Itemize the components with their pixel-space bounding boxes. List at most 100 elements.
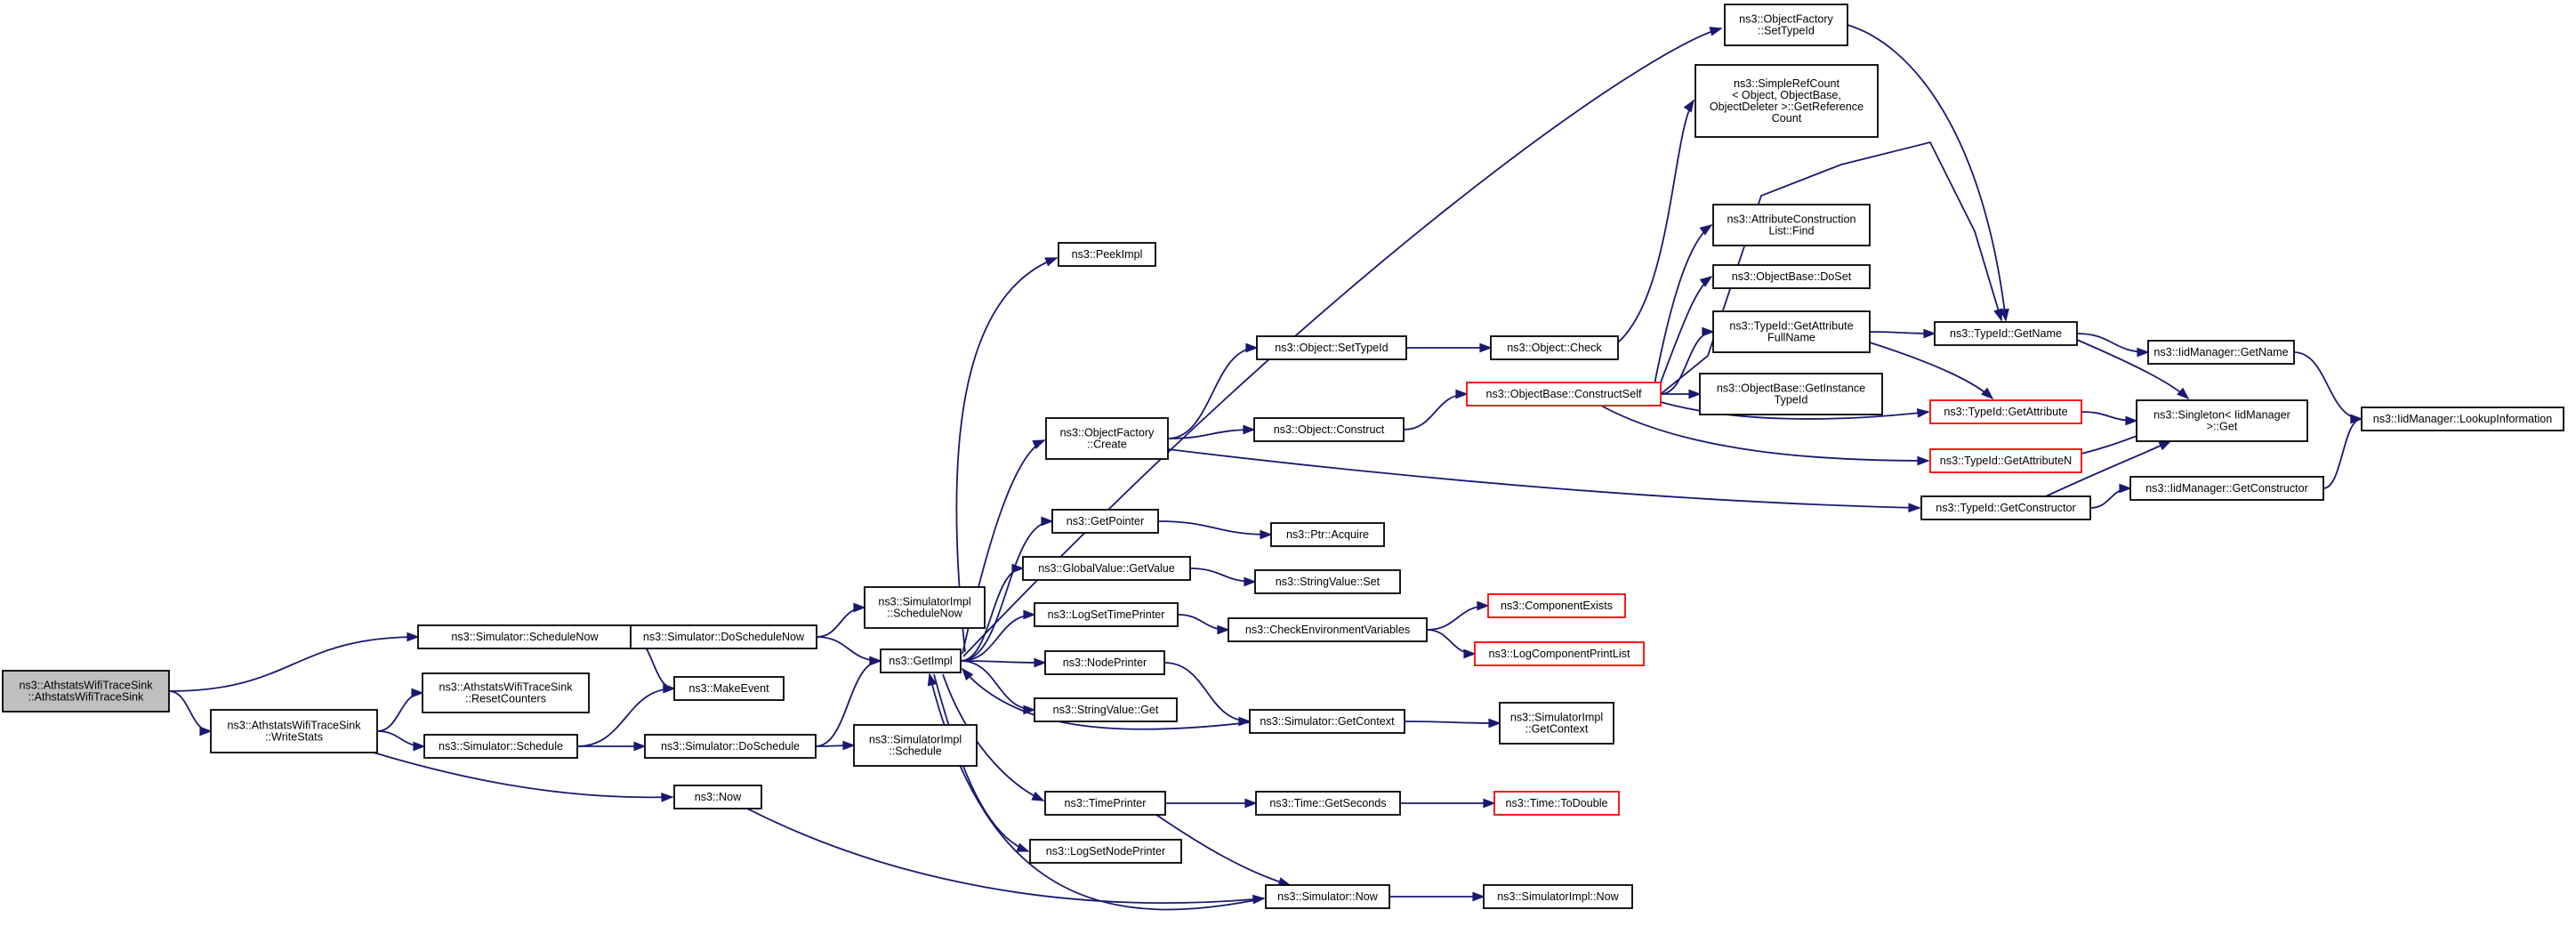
arrowhead [199, 726, 213, 737]
node-typeIdGetName[interactable]: ns3::TypeId::GetName [1934, 321, 2078, 346]
node-box [1493, 791, 1620, 816]
node-simImplNow[interactable]: ns3::SimulatorImpl::Now [1483, 884, 1633, 909]
node-typeIdGetConstructor[interactable]: ns3::TypeId::GetConstructor [1920, 495, 2091, 520]
node-label: ns3::StringValue::Set [1276, 576, 1381, 588]
node-box [1249, 709, 1405, 734]
node-peekImpl[interactable]: ns3::PeekImpl [1058, 242, 1156, 267]
edge-constructSelf-to-typeIdGetName [1660, 141, 2003, 395]
node-label: ns3::SimulatorImpl::Now [1497, 890, 1619, 903]
node-logSetNodePrinter[interactable]: ns3::LogSetNodePrinter [1029, 839, 1182, 864]
arrowhead [1041, 516, 1054, 527]
node-iidManagerGetName[interactable]: ns3::IidManager::GetName [2147, 340, 2295, 365]
node-root[interactable]: ns3::AthstatsWifiTraceSink::AthstatsWifi… [2, 670, 170, 713]
arrowhead [2125, 415, 2138, 426]
node-now[interactable]: ns3::Now [673, 785, 762, 809]
node-makeEvent[interactable]: ns3::MakeEvent [673, 676, 785, 701]
edge-objectFactoryCreate-to-objectSetTypeId [1167, 342, 1259, 439]
edge-line [1167, 347, 1258, 439]
node-box [1487, 593, 1626, 618]
node-schedule[interactable]: ns3::Simulator::Schedule [423, 734, 578, 759]
node-label: ns3::SimulatorImpl [878, 596, 970, 608]
node-scheduleNow[interactable]: ns3::Simulator::ScheduleNow [417, 624, 632, 649]
node-singletonGet[interactable]: ns3::Singleton< IidManager >::Get [2136, 399, 2308, 442]
node-box [1929, 448, 2082, 473]
edge-line [1163, 662, 1251, 722]
node-checkEnvVars[interactable]: ns3::CheckEnvironmentVariables [1228, 617, 1428, 642]
node-label: ::GetContext [1525, 723, 1589, 736]
node-stringValueGet[interactable]: ns3::StringValue::Get [1034, 697, 1178, 722]
node-label: ns3::AthstatsWifiTraceSink [19, 680, 153, 692]
edge-doSchedule-to-getImpl [815, 656, 882, 747]
node-getImpl[interactable]: ns3::GetImpl [880, 648, 962, 673]
node-objectFactorySetTypeId[interactable]: ns3::ObjectFactory::SetTypeId [1724, 4, 1848, 46]
node-objectConstruct[interactable]: ns3::Object::Construct [1253, 417, 1405, 442]
node-box [1253, 417, 1405, 442]
arrowhead [1244, 576, 1257, 587]
edge-getImpl-to-logSetNodePrinter [933, 673, 1030, 852]
node-timeGetSeconds[interactable]: ns3::Time::GetSeconds [1255, 791, 1401, 816]
edge-timeGetSeconds-to-timeToDouble [1400, 798, 1496, 809]
function-nodes: ns3::AthstatsWifiTraceSink::AthstatsWifi… [2, 4, 2564, 909]
arrowhead [1699, 275, 1713, 287]
edge-getImpl-to-peekImpl [955, 257, 1059, 653]
node-objectBaseDoSet[interactable]: ns3::ObjectBase::DoSet [1712, 264, 1871, 289]
node-simImplScheduleNow[interactable]: ns3::SimulatorImpl::ScheduleNow [864, 586, 986, 629]
node-label: ns3::TypeId::GetConstructor [1936, 502, 2076, 514]
node-box [1466, 382, 1662, 407]
node-writeStats[interactable]: ns3::AthstatsWifiTraceSink::WriteStats [210, 709, 378, 753]
node-label: FullName [1767, 332, 1815, 344]
node-componentExists[interactable]: ns3::ComponentExists [1487, 593, 1626, 618]
node-simImplSchedule[interactable]: ns3::SimulatorImpl::Schedule [853, 724, 978, 767]
node-box [1499, 702, 1614, 745]
node-label: ns3::Simulator::Schedule [439, 740, 563, 753]
edge-globalValueGetValue-to-stringValueSet [1189, 568, 1257, 587]
node-label: ns3::ObjectFactory [1060, 427, 1155, 439]
node-objectSetTypeId[interactable]: ns3::Object::SetTypeId [1256, 335, 1407, 360]
node-label: ns3::AttributeConstruction [1727, 213, 1856, 226]
edge-line [1660, 401, 1929, 420]
edge-typeIdGetName-to-iidManagerGetName [2076, 333, 2150, 358]
node-doSchedule[interactable]: ns3::Simulator::DoSchedule [644, 734, 817, 759]
edge-constructSelf-to-objectBaseDoSet [1658, 275, 1713, 388]
node-timePrinter[interactable]: ns3::TimePrinter [1044, 791, 1166, 816]
edge-checkEnvVars-to-logComponentPrintList [1426, 629, 1477, 659]
node-constructSelf[interactable]: ns3::ObjectBase::ConstructSelf [1466, 382, 1662, 407]
node-label: ns3::GlobalValue::GetValue [1038, 562, 1175, 575]
node-simNow[interactable]: ns3::Simulator::Now [1265, 884, 1390, 909]
node-simImplGetContext[interactable]: ns3::SimulatorImpl::GetContext [1499, 702, 1614, 745]
node-getPointer[interactable]: ns3::GetPointer [1051, 509, 1159, 534]
node-stringValueSet[interactable]: ns3::StringValue::Set [1254, 569, 1401, 594]
edge-line [960, 660, 1035, 711]
edge-typeIdGetAttributeFullName-to-typeIdGetAttribute [1869, 342, 1994, 400]
arrowhead [633, 741, 647, 752]
node-logSetTimePrinter[interactable]: ns3::LogSetTimePrinter [1034, 602, 1179, 627]
edge-simGetContext-to-getImpl [961, 667, 1251, 730]
arrowhead [1023, 609, 1036, 620]
node-label: ns3::TypeId::GetAttributeN [1940, 455, 2072, 467]
edge-logSetTimePrinter-to-checkEnvVars [1177, 614, 1230, 635]
node-lookupInformation[interactable]: ns3::IidManager::LookupInformation [2361, 407, 2564, 431]
node-resetCounters[interactable]: ns3::AthstatsWifiTraceSink::ResetCounter… [422, 672, 590, 713]
edge-line [942, 673, 1044, 801]
node-objectFactoryCreate[interactable]: ns3::ObjectFactory::Create [1045, 417, 1169, 460]
node-nodePrinter[interactable]: ns3::NodePrinter [1044, 650, 1165, 675]
node-globalValueGetValue[interactable]: ns3::GlobalValue::GetValue [1022, 556, 1191, 581]
node-label: ObjectDeleter >::GetReference [1710, 101, 1864, 113]
node-logComponentPrintList[interactable]: ns3::LogComponentPrintList [1474, 641, 1645, 666]
node-objectCheck[interactable]: ns3::Object::Check [1490, 335, 1619, 360]
node-ptrAcquire[interactable]: ns3::Ptr::Acquire [1270, 522, 1385, 547]
node-timeToDouble[interactable]: ns3::Time::ToDouble [1493, 791, 1620, 816]
node-simGetContext[interactable]: ns3::Simulator::GetContext [1249, 709, 1405, 734]
node-box [1695, 64, 1879, 138]
node-typeIdGetAttributeN[interactable]: ns3::TypeId::GetAttributeN [1929, 448, 2082, 473]
node-label: ns3::IidManager::LookupInformation [2373, 413, 2553, 425]
edge-getImpl-to-stringValueGet [960, 660, 1036, 715]
node-typeIdGetAttribute[interactable]: ns3::TypeId::GetAttribute [1929, 399, 2082, 424]
node-simpleRefCount[interactable]: ns3::SimpleRefCount< Object, ObjectBase,… [1695, 64, 1879, 138]
node-doScheduleNow[interactable]: ns3::Simulator::DoScheduleNow [630, 624, 817, 649]
node-iidManagerGetConstructor[interactable]: ns3::IidManager::GetConstructor [2129, 476, 2324, 501]
edge-line [376, 692, 423, 732]
